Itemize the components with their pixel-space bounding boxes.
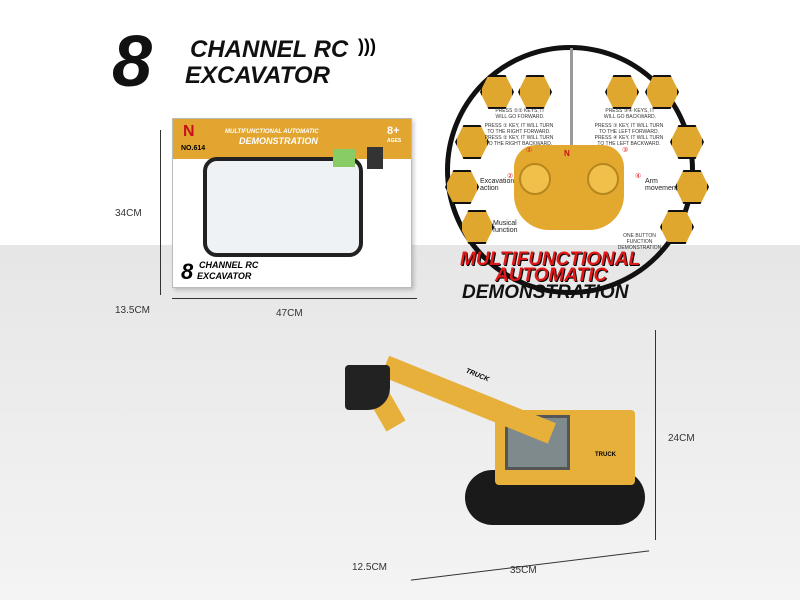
box-title-number: 8 (181, 259, 194, 284)
toy-length: 35CM (510, 565, 537, 576)
note-right-forward: PRESS ① KEY, IT WILL TURN TO THE RIGHT F… (484, 123, 554, 135)
button-hex-icon (605, 75, 639, 109)
controller-image: N (514, 145, 624, 230)
feature-line1: MULTIFUNCTIONAL (460, 249, 641, 270)
package-headline1: MULTIFUNCTIONAL AUTOMATIC (225, 129, 319, 135)
button-hex-icon (518, 75, 552, 109)
age-label: AGES (387, 138, 402, 144)
height-line (160, 130, 161, 295)
feature-line2: AUTOMATIC (495, 265, 608, 286)
package-headline2: DEMONSTRATION (239, 136, 318, 146)
battery-image (333, 149, 355, 167)
demo-hex-icon (660, 210, 694, 244)
toy-height: 24CM (668, 433, 695, 444)
toy-height-line (655, 330, 656, 540)
left-dpad (519, 163, 551, 195)
age: 8+ (387, 125, 400, 137)
feature-line3: DEMONSTRATION (462, 282, 629, 303)
box-title-line2: EXCAVATOR (197, 271, 252, 281)
package-height: 34CM (115, 208, 142, 219)
truck-label-body: TRUCK (595, 452, 616, 458)
label-one-button: ONE BUTTON FUNCTION DEMONSTRATION (617, 233, 662, 251)
right-dpad (587, 163, 619, 195)
controller-brand: N (564, 149, 570, 158)
label-arm: Arm movement (645, 178, 678, 192)
button-hex-icon (645, 75, 679, 109)
charger-image (367, 147, 383, 169)
callout-4: ④ (635, 173, 642, 180)
note-right-backward: PRESS ② KEY, IT WILL TURN TO THE RIGHT B… (484, 135, 554, 147)
title-number: 8 (112, 22, 153, 102)
brand-logo: N (183, 123, 195, 140)
width-line (172, 298, 417, 299)
callout-1: ① (526, 147, 533, 154)
note-forward: PRESS ①② KEYS, IT WILL GO FORWARD. (495, 108, 545, 120)
package-box: N NO.614 MULTIFUNCTIONAL AUTOMATIC DEMON… (172, 118, 412, 288)
note-left-forward: PRESS ③ KEY, IT WILL TURN TO THE LEFT FO… (594, 123, 664, 135)
package-window (203, 157, 363, 257)
arm-hex-icon (675, 170, 709, 204)
label-excavation: Excavation action (480, 178, 515, 192)
package-width: 47CM (276, 308, 303, 319)
signal-icon: ))) (358, 36, 376, 56)
label-music: Musical function (493, 220, 518, 234)
model-number: NO.614 (181, 145, 206, 152)
note-backward: PRESS ③④ KEYS, IT WILL GO BACKWARD. (603, 108, 657, 120)
excavator-bucket (345, 365, 390, 410)
toy-depth: 12.5CM (352, 562, 388, 573)
callout-3: ③ (622, 147, 629, 154)
callout-2: ② (507, 173, 514, 180)
box-title-line1: CHANNEL RC (199, 260, 259, 270)
title-line1: CHANNEL RC (190, 36, 349, 63)
note-left-backward: PRESS ④ KEY, IT WILL TURN TO THE LEFT BA… (594, 135, 664, 147)
package-depth: 13.5CM (115, 305, 151, 316)
title-line2: EXCAVATOR (185, 62, 330, 89)
button-hex-icon (670, 125, 704, 159)
antenna (570, 48, 573, 148)
